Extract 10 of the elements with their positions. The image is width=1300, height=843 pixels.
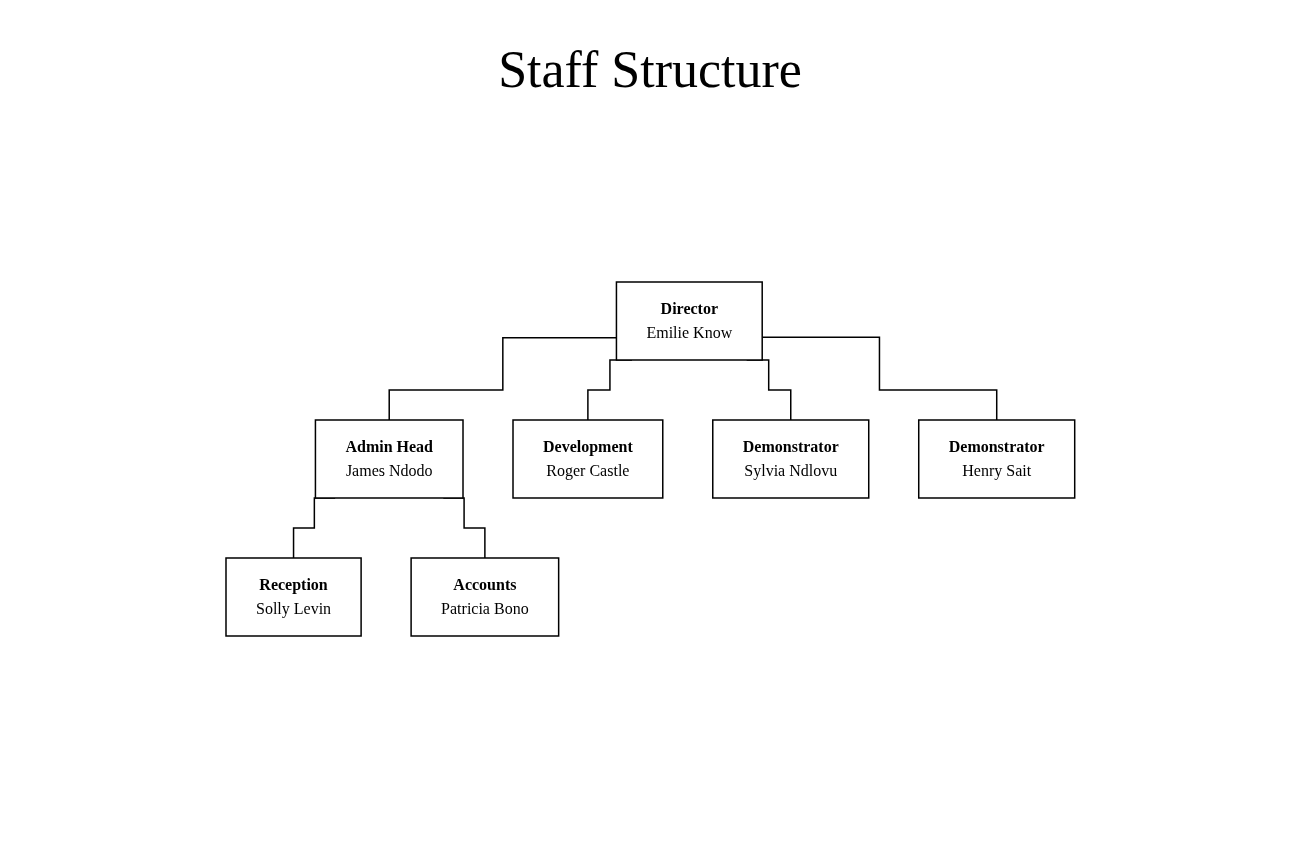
connector (388, 337, 617, 421)
node-box: Reception Solly Levin (224, 557, 362, 637)
node-box: Director Emilie Know (615, 281, 763, 361)
node-box: Demonstrator Sylvia Ndlovu (711, 419, 870, 499)
node-box: Admin Head James Ndodo (314, 419, 464, 499)
diagram-title: Staff Structure (497, 40, 803, 99)
connector (761, 336, 998, 421)
node-box: Demonstrator Henry Sait (917, 419, 1076, 499)
node-box: Accounts Patricia Bono (410, 557, 560, 637)
node-box: Development Roger Castle (511, 419, 664, 499)
